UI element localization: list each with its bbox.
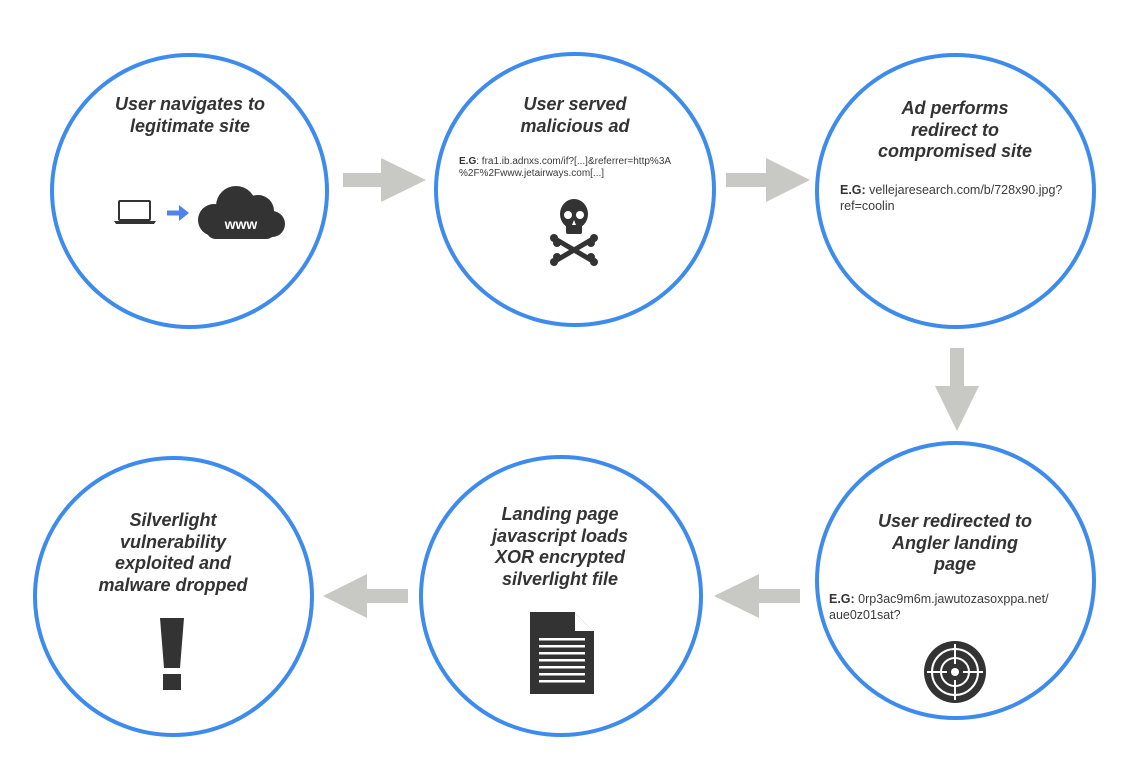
step-1-circle: [50, 53, 329, 329]
arrow-step3-to-step4: [935, 348, 979, 431]
step-5-title: Landing page javascript loads XOR encryp…: [491, 504, 629, 589]
cloud-www-text: www: [224, 216, 258, 232]
step-3-circle: [815, 53, 1096, 329]
arrow-step4-to-step5: [714, 574, 800, 618]
step-2-example-text: : fra1.ib.adnxs.com/if?[...]&referrer=ht…: [459, 156, 672, 179]
skull-crossbones-icon: [550, 199, 598, 266]
step-3-example-text: vellejaresearch.com/b/728x90.jpg? ref=co…: [840, 183, 1063, 213]
arrow-step5-to-step6: [323, 574, 408, 618]
right-arrow-icon: [167, 205, 189, 221]
step-2-title: User served malicious ad: [520, 94, 630, 136]
step-6-title: Silverlight vulnerability exploited and …: [98, 510, 248, 595]
exclamation-icon: [160, 618, 184, 690]
arrow-step2-to-step3: [726, 158, 810, 202]
step-6-circle: [33, 456, 314, 737]
step-4-title: User redirected to Angler landing page: [877, 511, 1033, 574]
step-1-title: User navigates to legitimate site: [114, 94, 266, 136]
arrow-step1-to-step2: [343, 158, 426, 202]
step-5-circle: [419, 455, 703, 737]
document-icon: [530, 612, 594, 694]
target-icon: [924, 641, 986, 703]
step-2-circle: [434, 52, 716, 327]
step-2-example: E.G: fra1.ib.adnxs.com/if?[...]&referrer…: [459, 156, 709, 180]
laptop-icon: [114, 200, 156, 224]
step-4-example-text: 0rp3ac9m6m.jawutozasoxppa.net/ aue0z01sa…: [829, 592, 1049, 622]
step-4-example: E.G: 0rp3ac9m6m.jawutozasoxppa.net/ aue0…: [829, 591, 1089, 623]
step-3-title: Ad performs redirect to compromised site: [877, 98, 1033, 161]
step-3-example-label: E.G:: [840, 183, 866, 197]
step-2-example-label: E.G: [459, 156, 477, 167]
cloud-icon: www: [198, 186, 285, 239]
step-4-example-label: E.G:: [829, 592, 855, 606]
step-3-example: E.G: vellejaresearch.com/b/728x90.jpg? r…: [840, 182, 1090, 214]
